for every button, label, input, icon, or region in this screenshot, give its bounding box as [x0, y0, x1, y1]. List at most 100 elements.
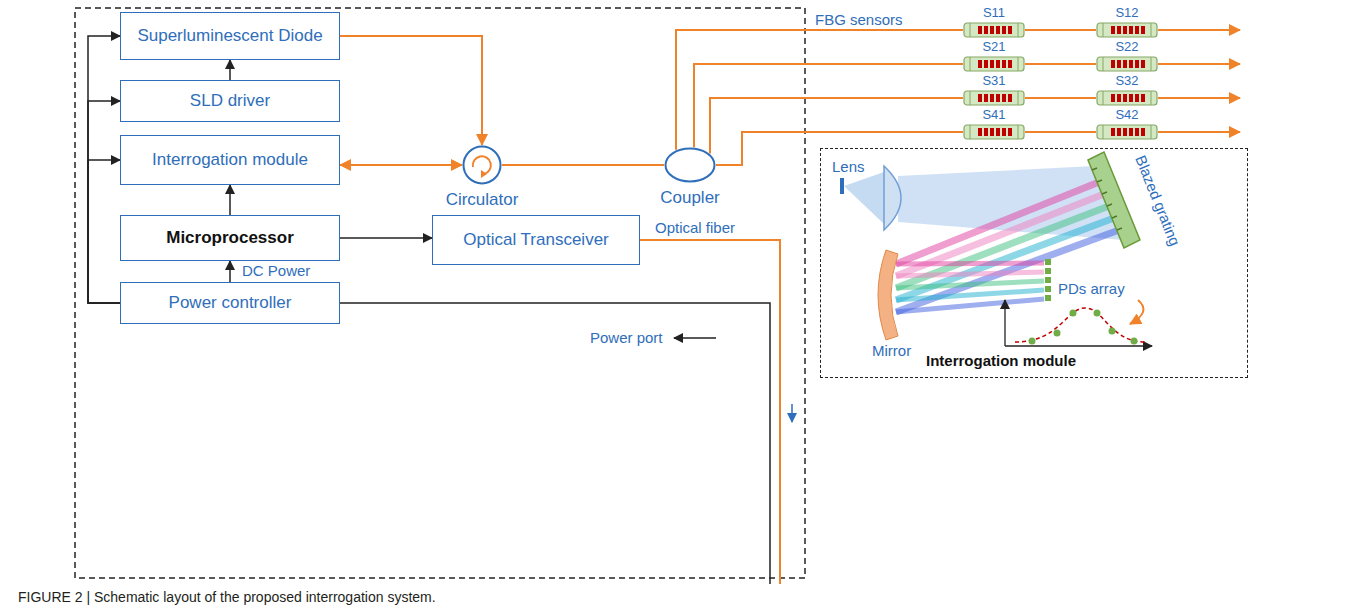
grating-mark [990, 26, 994, 34]
signal-connector [88, 36, 120, 303]
grating-mark [1135, 26, 1139, 34]
grating-mark [1111, 60, 1115, 68]
sensor-body [964, 91, 1024, 105]
direction-arrow [791, 404, 793, 422]
sensor-edge [1151, 57, 1152, 71]
fiber-connector [1025, 63, 1096, 65]
photodiode [1045, 268, 1051, 274]
grating-mark [1008, 26, 1012, 34]
ellipse-outline [664, 147, 716, 183]
grating-mark [996, 26, 1000, 34]
sensor-edge [970, 91, 971, 105]
signal-connector [340, 237, 432, 239]
coupler-symbol: Coupler [664, 147, 716, 183]
sensor-body [1096, 56, 1158, 72]
sensor-edge [970, 23, 971, 37]
grating-mark [1129, 60, 1133, 68]
light-beam [844, 172, 884, 224]
node-text: S31 [982, 73, 1005, 88]
mirror-symbol [878, 250, 898, 340]
fiber-connector [1025, 29, 1096, 31]
grating-mark [1002, 60, 1006, 68]
spectrum-ray [896, 263, 1044, 264]
annotation-label: FBG sensors [815, 11, 903, 28]
sensor-edge [1151, 125, 1152, 139]
data-point [1094, 310, 1101, 317]
sensor-body [963, 90, 1025, 106]
signal-connector [229, 261, 231, 282]
node-text: S22 [1115, 39, 1138, 54]
grating-mark [1117, 26, 1121, 34]
sensor-body [1096, 22, 1158, 38]
node-text: SLD driver [190, 91, 270, 111]
fbg-sensor: S31 [963, 90, 1025, 106]
data-point [1029, 338, 1036, 345]
grating-mark [990, 94, 994, 102]
data-point [1109, 328, 1116, 335]
photodiode [1045, 286, 1051, 292]
sensor-edge [1018, 91, 1019, 105]
grating-mark [984, 128, 988, 136]
spectrum-ray [896, 272, 1044, 276]
sensor-body [964, 57, 1024, 71]
data-point [1070, 310, 1077, 317]
grating-mark [984, 60, 988, 68]
grating-mark [1117, 94, 1121, 102]
grating-mark [1111, 26, 1115, 34]
lens-symbol [884, 166, 901, 230]
sensor-edge [970, 57, 971, 71]
grating-mark [1135, 94, 1139, 102]
fbg-sensor: S12 [1096, 22, 1158, 38]
fiber-connector [710, 98, 963, 154]
fbg-sensor: S42 [1096, 124, 1158, 140]
fiber-out [1158, 29, 1240, 31]
fiber-connector [1025, 97, 1096, 99]
grating-mark [996, 60, 1000, 68]
spectrum-curve [1015, 308, 1145, 342]
node-text: Optical Transceiver [463, 230, 609, 250]
power-wire [340, 303, 770, 584]
grating-mark [1008, 94, 1012, 102]
fiber-out [1158, 63, 1240, 65]
grating-mark [1117, 60, 1121, 68]
chart-axis [1004, 300, 1005, 346]
node-text: S11 [983, 5, 1005, 20]
sensor-edge [1151, 23, 1152, 37]
sensor-body [1097, 57, 1157, 71]
housing-outline [75, 8, 805, 578]
process-box: Microprocessor [120, 215, 340, 261]
data-point [1131, 338, 1138, 345]
process-box: Optical Transceiver [432, 215, 640, 265]
sensor-edge [1103, 23, 1104, 37]
node-text: Circulator [446, 190, 519, 209]
grating-mark [1129, 128, 1133, 136]
sensor-edge [1103, 57, 1104, 71]
grating-mark [1008, 60, 1012, 68]
fiber-connector [694, 64, 963, 147]
fiber-out [1158, 97, 1240, 99]
arrow-head [481, 170, 487, 178]
direction-arrow [674, 337, 716, 339]
node-text: S21 [982, 39, 1005, 54]
grating-mark [978, 94, 982, 102]
grating-mark [978, 60, 982, 68]
sensor-body [1096, 90, 1158, 106]
grating-teeth [1092, 168, 1122, 230]
sensor-edge [1151, 91, 1152, 105]
grating-mark [1123, 26, 1127, 34]
fiber-connector [502, 164, 664, 166]
grating-mark [978, 26, 982, 34]
fbg-sensor: S11 [963, 22, 1025, 38]
node-text: Interrogation module [152, 150, 308, 170]
fbg-sensor: S22 [1096, 56, 1158, 72]
grating-mark [1141, 94, 1145, 102]
grating-mark [990, 60, 994, 68]
sensor-body [1096, 124, 1158, 140]
signal-connector [88, 160, 120, 303]
fbg-sensor: S41 [963, 124, 1025, 140]
signal-connector [229, 185, 231, 215]
annotation-label: Blazed grating [1132, 153, 1184, 248]
fbg-sensor: S32 [1096, 90, 1158, 106]
optical-fiber [640, 240, 780, 584]
